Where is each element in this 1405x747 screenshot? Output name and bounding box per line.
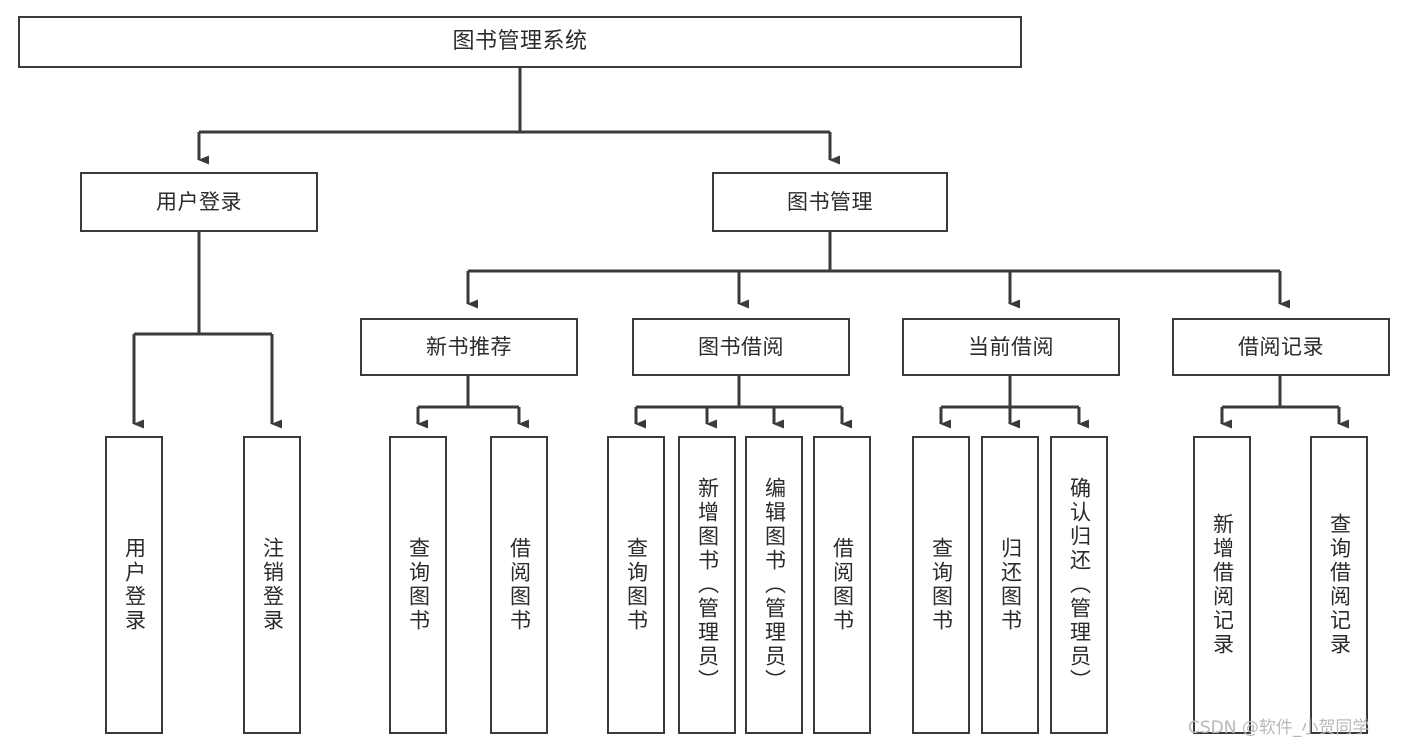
node-label: 图书管理 — [787, 189, 873, 214]
node-book-manage[interactable]: 图书管理 — [712, 172, 948, 232]
node-leaf-return-book[interactable]: 归还图书 — [981, 436, 1039, 734]
node-label: 借阅图书 — [507, 537, 532, 633]
node-label: 查询图书 — [624, 537, 649, 633]
node-borrow-record[interactable]: 借阅记录 — [1172, 318, 1390, 376]
node-leaf-borrow-book-recommend[interactable]: 借阅图书 — [490, 436, 548, 734]
node-label: 新增借阅记录 — [1210, 513, 1235, 657]
node-label: 图书借阅 — [698, 334, 784, 359]
node-label: 注销登录 — [260, 537, 285, 633]
node-label: 图书管理系统 — [452, 29, 588, 55]
node-user-login[interactable]: 用户登录 — [80, 172, 318, 232]
node-leaf-query-book-current[interactable]: 查询图书 — [912, 436, 970, 734]
node-label: 归还图书 — [998, 537, 1023, 633]
node-current-borrow[interactable]: 当前借阅 — [902, 318, 1120, 376]
node-leaf-confirm-return[interactable]: 确认归还（管理员） — [1050, 436, 1108, 734]
node-label: 确认归还（管理员） — [1067, 477, 1092, 693]
node-leaf-edit-book[interactable]: 编辑图书（管理员） — [745, 436, 803, 734]
node-leaf-user-logout[interactable]: 注销登录 — [243, 436, 301, 734]
node-leaf-add-book[interactable]: 新增图书（管理员） — [678, 436, 736, 734]
watermark-text: CSDN @软件_小贺同学 — [1188, 718, 1370, 738]
node-leaf-query-book-recommend[interactable]: 查询图书 — [389, 436, 447, 734]
node-new-book-recommend[interactable]: 新书推荐 — [360, 318, 578, 376]
node-leaf-query-borrow-record[interactable]: 查询借阅记录 — [1310, 436, 1368, 734]
node-label: 查询图书 — [929, 537, 954, 633]
node-book-borrow[interactable]: 图书借阅 — [632, 318, 850, 376]
node-label: 用户登录 — [156, 189, 242, 214]
node-leaf-user-login[interactable]: 用户登录 — [105, 436, 163, 734]
node-label: 查询借阅记录 — [1327, 513, 1352, 657]
node-label: 新增图书（管理员） — [695, 477, 720, 693]
node-root-system[interactable]: 图书管理系统 — [18, 16, 1022, 68]
node-label: 编辑图书（管理员） — [762, 477, 787, 693]
node-label: 查询图书 — [406, 537, 431, 633]
node-label: 借阅图书 — [830, 537, 855, 633]
node-leaf-borrow-book[interactable]: 借阅图书 — [813, 436, 871, 734]
node-leaf-add-borrow-record[interactable]: 新增借阅记录 — [1193, 436, 1251, 734]
node-leaf-query-book-borrow[interactable]: 查询图书 — [607, 436, 665, 734]
node-label: 当前借阅 — [968, 334, 1054, 359]
node-label: 借阅记录 — [1238, 334, 1324, 359]
node-label: 新书推荐 — [426, 334, 512, 359]
node-label: 用户登录 — [122, 537, 147, 633]
